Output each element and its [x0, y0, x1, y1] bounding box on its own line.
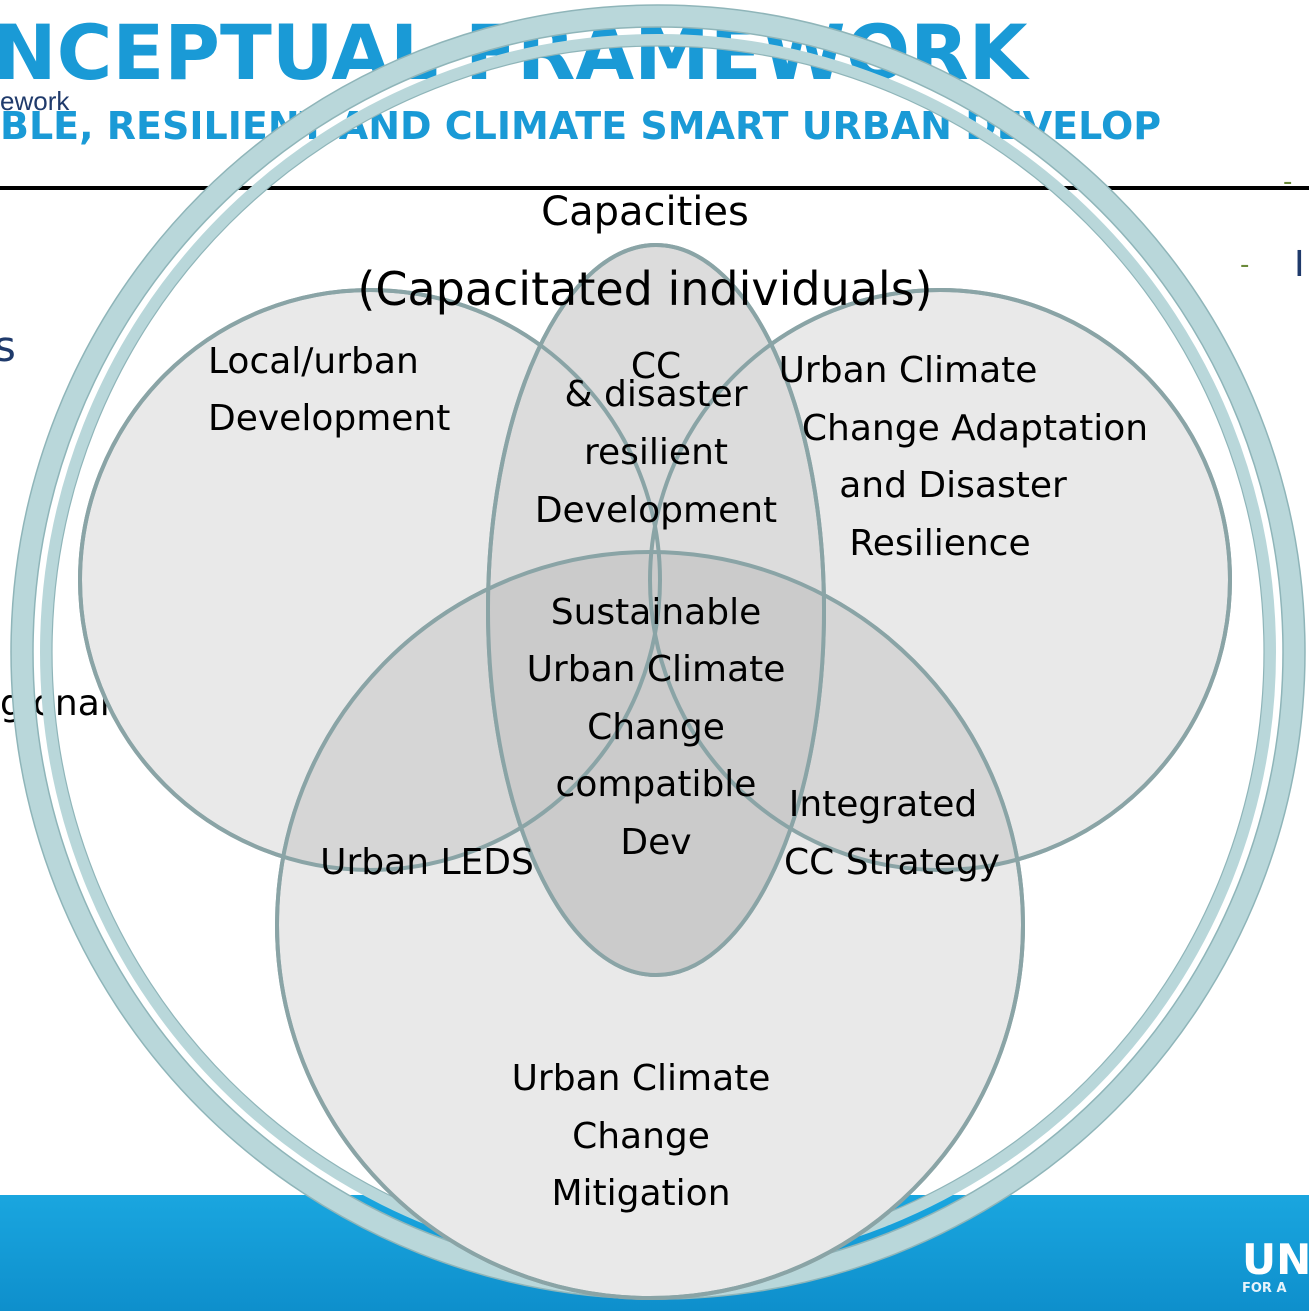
- adaptation-label-line3: and Disaster: [839, 465, 1067, 506]
- logo-main-text: UN: [1242, 1235, 1309, 1284]
- integrated-label-line2: CC Strategy: [784, 842, 1000, 883]
- adaptation-label-line1: Urban Climate: [779, 350, 1038, 391]
- right-dash-fragment-2: -: [1240, 250, 1250, 280]
- integrated-label-line1: Integrated: [789, 784, 978, 825]
- center-label-line1: Sustainable: [551, 592, 761, 633]
- adaptation-label-line2: Change Adaptation: [802, 408, 1148, 449]
- header-divider: [0, 186, 1309, 190]
- overlapping-text-fragment: ework: [0, 86, 70, 116]
- overlap-left-bottom: [277, 552, 660, 870]
- logo-sub-text: FOR A: [1242, 1281, 1287, 1296]
- capacitated-individuals-label: (Capacitated individuals): [357, 262, 932, 316]
- local-urban-label-line2: Development: [208, 398, 450, 439]
- overlap-right-bottom: [650, 552, 1023, 870]
- urban-leds-label: Urban LEDS: [320, 842, 534, 883]
- left-text-fragment: s: [0, 322, 16, 371]
- un-logo: UN FOR A: [1242, 1238, 1309, 1296]
- center-label-line2: Urban Climate: [527, 649, 786, 690]
- right-letter-fragment: I: [1294, 244, 1305, 285]
- center-label-line5: Dev: [620, 822, 691, 863]
- top-overlap-label-line4: Development: [535, 490, 777, 531]
- center-label-line4: compatible: [556, 764, 757, 805]
- top-overlap-label-line2: & disaster: [564, 374, 747, 415]
- local-urban-label-line1: Local/urban: [208, 341, 419, 382]
- mitigation-label-line1: Urban Climate: [512, 1058, 771, 1099]
- top-overlap-label-line1: CC: [631, 346, 681, 387]
- mitigation-label-line3: Mitigation: [551, 1173, 730, 1214]
- top-overlap-label-line3: resilient: [584, 432, 728, 473]
- mitigation-label-line2: Change: [572, 1116, 710, 1157]
- center-label-line3: Change: [587, 707, 725, 748]
- center-overlap: [488, 552, 824, 975]
- capacities-label: Capacities: [541, 189, 749, 235]
- right-dash-fragment: -: [1283, 167, 1293, 197]
- adaptation-label-line4: Resilience: [849, 523, 1030, 564]
